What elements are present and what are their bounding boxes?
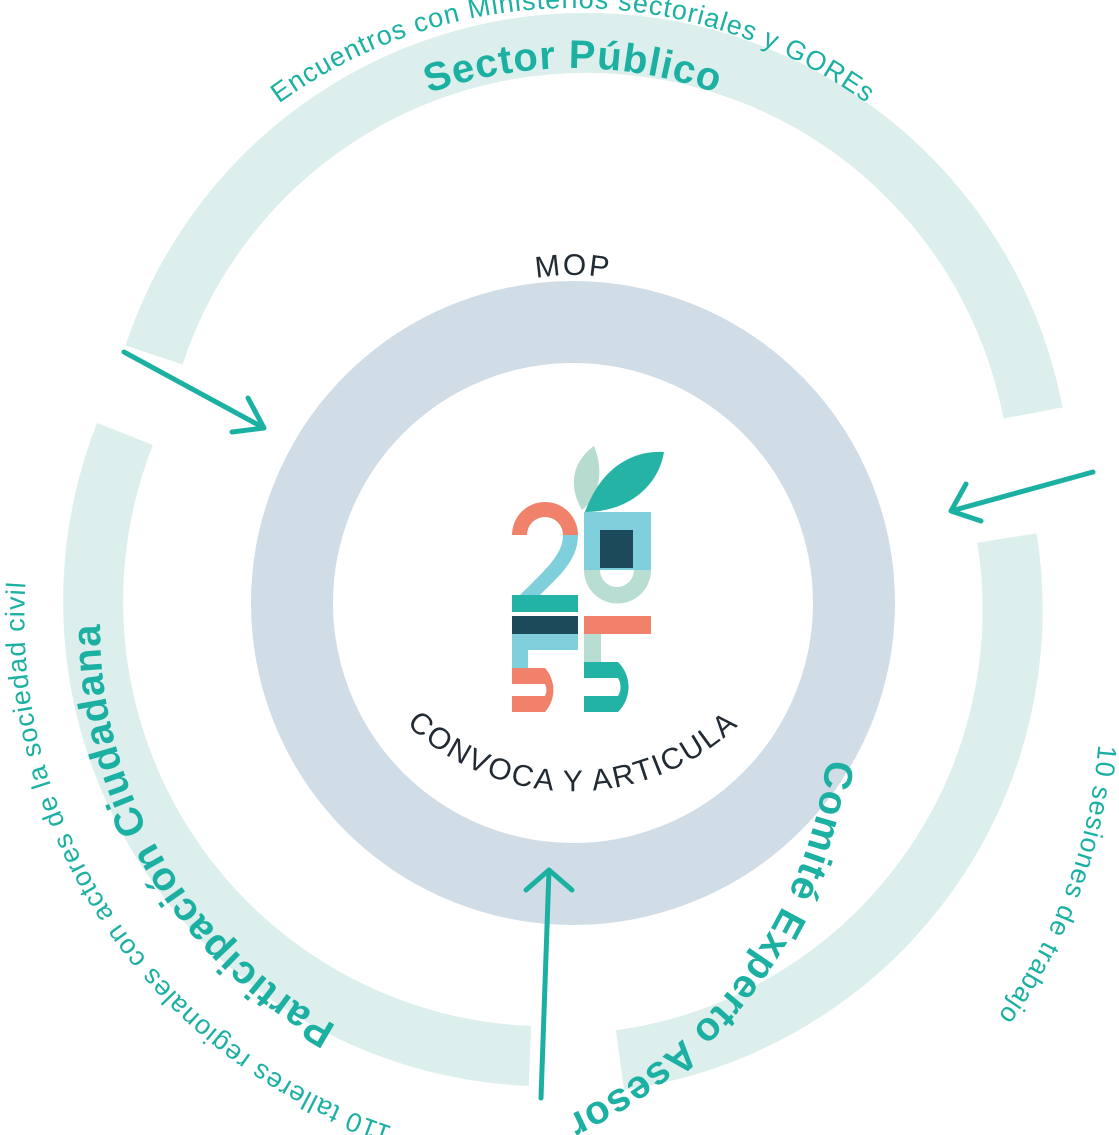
arrow-icon — [121, 349, 267, 435]
core-label-convoca: CONVOCA Y ARTICULA — [402, 705, 745, 799]
core-label-mop: MOP — [533, 249, 613, 285]
leaf-icon — [573, 446, 664, 512]
arrow-icon — [523, 867, 575, 1101]
inner-ring — [251, 281, 895, 925]
caption-comite-experto-asesor: 10 sesiones de trabajo — [993, 744, 1119, 1031]
segment-participacion-ciudadana — [63, 422, 532, 1086]
segment-sector-publico — [125, 12, 1063, 419]
logo-2055: 20 55 — [512, 446, 664, 712]
segment-comite-experto-asesor — [615, 533, 1043, 1090]
arrow-icon — [948, 469, 1096, 524]
